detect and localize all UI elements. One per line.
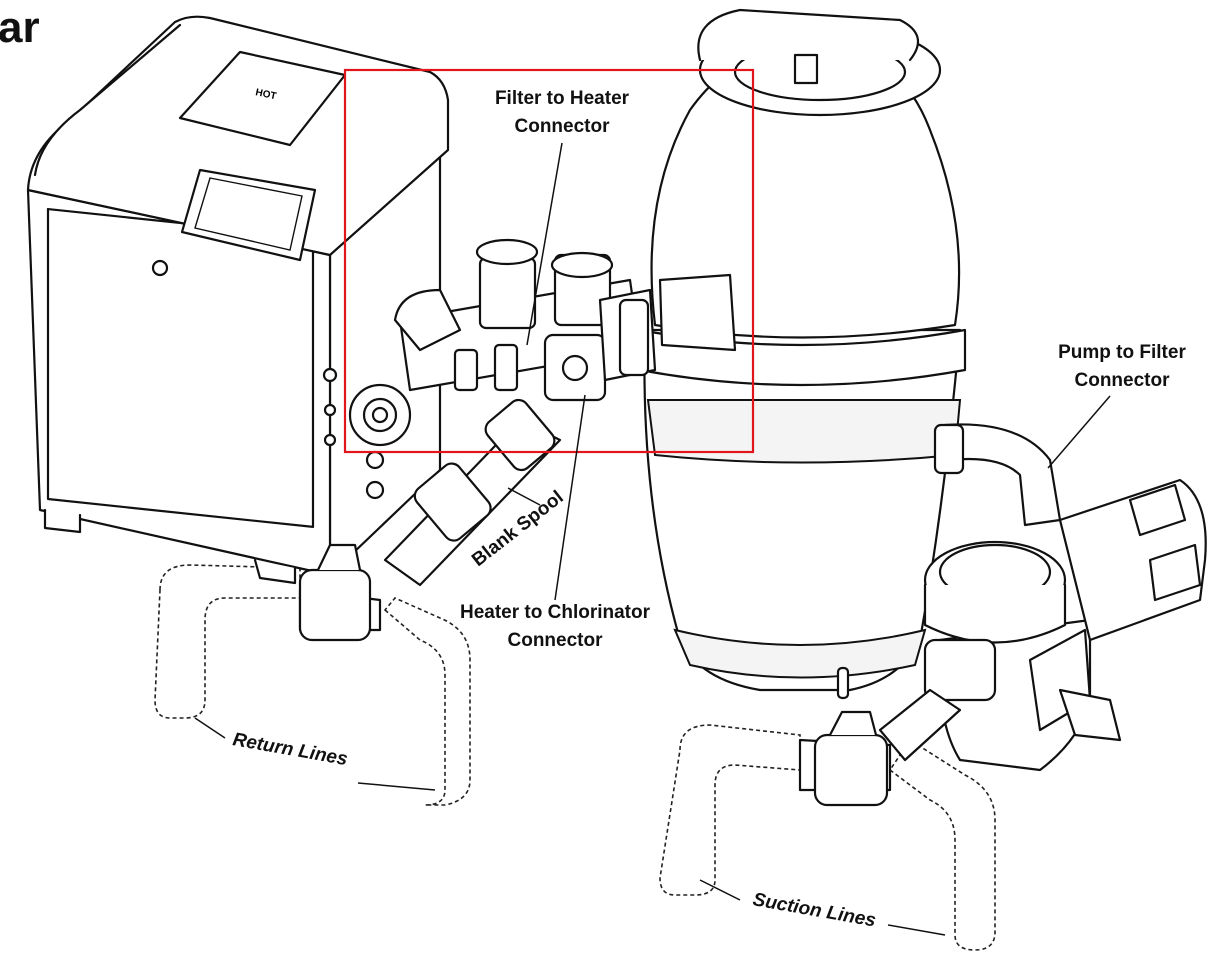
leader-pump-to-filter	[1047, 395, 1111, 469]
label-pump-to-filter-1: Pump to Filter	[1058, 342, 1186, 363]
label-filter-to-heater-1: Filter to Heater	[495, 88, 630, 109]
highlight-box	[343, 68, 755, 454]
leader-filter-to-heater	[526, 142, 563, 346]
leader-heater-to-chlorinator	[554, 394, 586, 601]
pool-pump	[923, 423, 1207, 772]
leader-blank-spool	[507, 487, 541, 506]
page-heading-fragment: ar	[0, 3, 40, 52]
pool-heater: HOT	[26, 15, 450, 585]
leader-suction-left	[699, 879, 741, 901]
filter-to-heater-connector-assembly	[348, 238, 657, 447]
label-return-lines: Return Lines	[231, 729, 349, 770]
label-suction-lines: Suction Lines	[751, 889, 877, 931]
label-pump-to-filter-2: Connector	[1075, 370, 1171, 391]
leader-return-right	[357, 782, 436, 791]
label-filter-to-heater-2: Connector	[515, 116, 611, 137]
leader-suction-right	[887, 924, 946, 936]
heater-hot-badge: HOT	[254, 87, 277, 102]
label-heater-to-chlorinator-2: Connector	[508, 630, 604, 651]
label-heater-to-chlorinator-1: Heater to Chlorinator	[460, 602, 651, 623]
leader-return-left	[194, 717, 226, 739]
cartridge-filter	[638, 8, 967, 700]
